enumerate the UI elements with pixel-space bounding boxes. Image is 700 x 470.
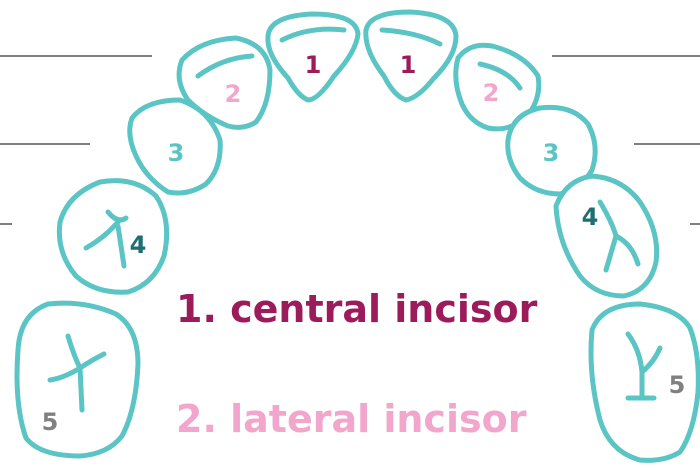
tooth-number-premolar1-left: 4 bbox=[130, 231, 147, 259]
tooth-number-canine-right: 3 bbox=[543, 139, 560, 167]
tooth-number-central-left: 1 bbox=[305, 51, 322, 79]
tooth-number-premolar2-left: 5 bbox=[42, 408, 59, 436]
tooth-number-lateral-right: 2 bbox=[483, 79, 500, 107]
premolar2-left-groove-d bbox=[80, 368, 82, 410]
tooth-number-central-right: 1 bbox=[400, 51, 417, 79]
tooth-number-premolar2-right: 5 bbox=[669, 371, 686, 399]
first-premolar-right bbox=[556, 176, 657, 296]
legend-central-incisor: 1. central incisor bbox=[176, 287, 538, 331]
second-premolar-left bbox=[17, 303, 138, 456]
tooth-number-canine-left: 3 bbox=[168, 139, 185, 167]
first-premolar-left bbox=[59, 181, 166, 293]
legend-lateral-incisor: 2. lateral incisor bbox=[176, 397, 527, 441]
tooth-number-lateral-left: 2 bbox=[225, 80, 242, 108]
tooth-number-premolar1-right: 4 bbox=[582, 203, 599, 231]
